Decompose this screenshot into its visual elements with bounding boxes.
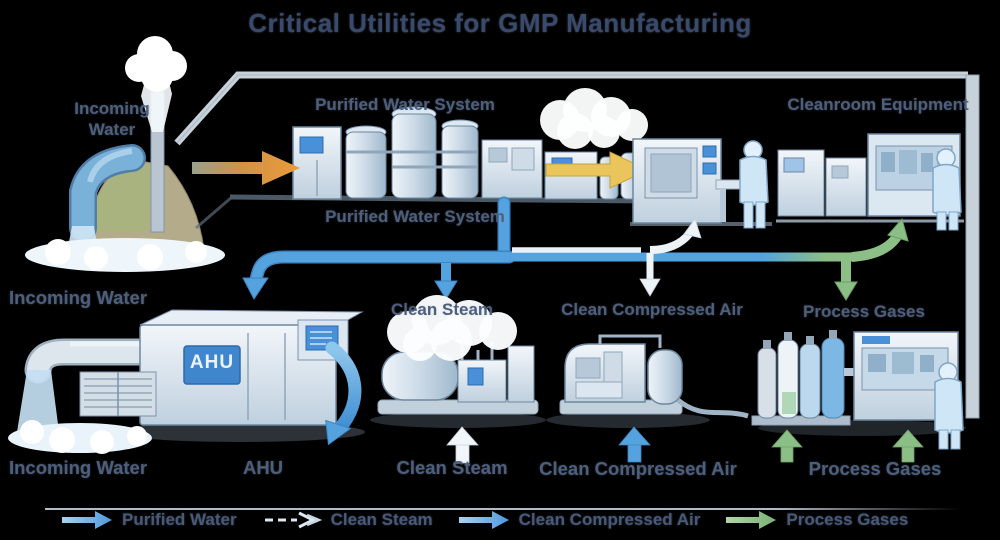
legend-separator-line xyxy=(45,508,960,510)
process-gas-up-curve-arrow xyxy=(851,232,903,262)
label-clean-steam-bottom: Clean Steam xyxy=(396,457,508,478)
legend-label: Clean Steam xyxy=(330,510,433,529)
ahu-airflow-arrow xyxy=(325,341,362,435)
purified-water-arrow-icon xyxy=(62,511,112,529)
utility-distribution-arrows xyxy=(242,196,909,301)
legend-item-purified-water: Purified Water xyxy=(62,510,237,530)
label-cleanroom-equipment: Cleanroom Equipment xyxy=(787,95,969,114)
process-gases-art xyxy=(751,330,966,450)
washer-equipment-art xyxy=(630,138,772,229)
process-gas-supply-arrow-2 xyxy=(892,429,924,463)
incoming-water-source-art xyxy=(25,36,233,272)
ahu-art xyxy=(8,309,365,454)
label-clean-compressed-air-top: Clean Compressed Air xyxy=(561,300,743,319)
supply-arrows xyxy=(446,426,924,464)
label-incoming-water-top: Incoming Water xyxy=(74,99,150,139)
label-incoming-water-mid: Incoming Water xyxy=(8,287,148,308)
process-gas-operator-figure xyxy=(934,362,964,450)
ahu-branch-arrowhead xyxy=(242,277,269,300)
compressed-air-system-art xyxy=(546,334,749,428)
label-ahu: AHU xyxy=(242,457,284,478)
compressed-air-arrow-icon xyxy=(458,511,509,529)
purified-water-system-art xyxy=(229,88,648,204)
label-clean-steam-top: Clean Steam xyxy=(390,300,494,319)
frame-duct-art xyxy=(174,71,980,419)
gas-cylinders xyxy=(757,330,845,419)
legend-label: Purified Water xyxy=(122,510,237,529)
incoming-feed-arrow xyxy=(192,151,300,185)
purified-to-cleanroom-arrow xyxy=(545,151,650,189)
steam-up-curve-arrow xyxy=(649,230,694,254)
process-gas-supply-arrow-1 xyxy=(771,429,803,463)
legend-item-clean-compressed-air: Clean Compressed Air xyxy=(458,510,701,530)
legend-label: Clean Compressed Air xyxy=(518,510,701,529)
legend-item-process-gases: Process Gases xyxy=(726,510,908,530)
process-gases-arrow-icon xyxy=(726,511,777,529)
label-purified-water-system-bottom: Purified Water System xyxy=(325,207,505,226)
legend: Purified Water Clean Steam Clean Compres… xyxy=(62,510,908,530)
clean-steam-arrow-icon xyxy=(264,511,322,529)
diagram-title: Critical Utilities for GMP Manufacturing xyxy=(248,8,752,38)
cleanroom-operator-figure xyxy=(932,148,962,231)
clean-steam-generator-art xyxy=(370,295,546,428)
label-clean-compressed-air-bottom: Clean Compressed Air xyxy=(539,458,737,479)
label-purified-water-system-top: Purified Water System xyxy=(315,95,495,114)
legend-label: Process Gases xyxy=(786,510,909,529)
washer-operator-figure xyxy=(739,140,769,229)
label-process-gases-top: Process Gases xyxy=(803,302,925,321)
compressed-air-supply-arrow xyxy=(618,426,651,463)
label-process-gases-bottom: Process Gases xyxy=(808,458,942,479)
cleanroom-equipment-art xyxy=(776,133,964,231)
legend-item-clean-steam: Clean Steam xyxy=(263,510,433,530)
ahu-sign-text: AHU xyxy=(189,352,235,373)
clean-steam-supply-arrow xyxy=(446,426,479,464)
label-incoming-water-bottom: Incoming Water xyxy=(8,457,148,478)
